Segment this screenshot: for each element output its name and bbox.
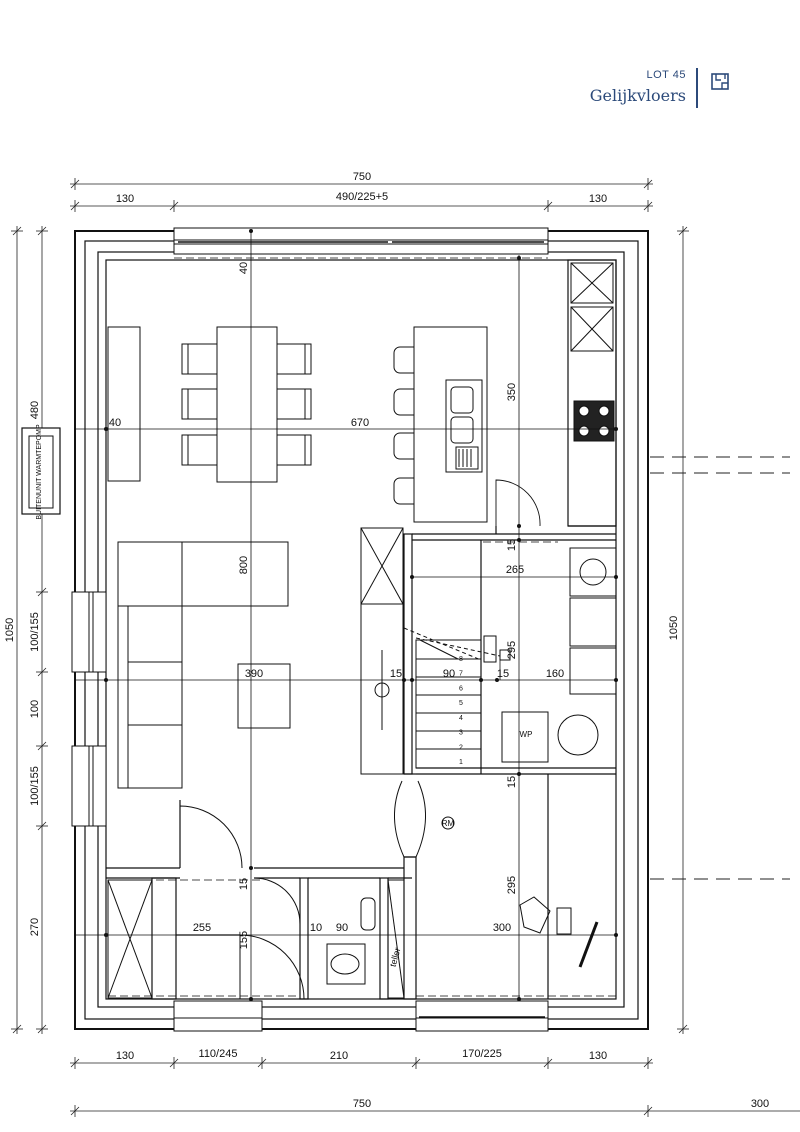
dim-left-5: 270	[29, 918, 41, 936]
dim-inner-15-e: 15	[238, 878, 250, 890]
dimension-lines	[11, 178, 800, 1117]
dining-set	[107, 326, 312, 483]
dim-bottom-4: 170/225	[462, 1048, 502, 1060]
stair-number: 7	[459, 671, 463, 678]
dim-inner-15-b: 15	[390, 668, 402, 680]
stair-number: 4	[459, 715, 463, 722]
dim-left-4: 100/155	[29, 766, 41, 806]
dim-inner-15-d: 15	[506, 776, 518, 788]
windows	[71, 227, 549, 1032]
window-sills	[178, 241, 545, 1018]
dimension-points	[104, 229, 618, 1001]
dim-bottom-3: 210	[330, 1050, 348, 1062]
dim-inner-40-h: 40	[109, 417, 121, 429]
dim-inner-160: 160	[546, 668, 564, 680]
kitchen	[393, 262, 615, 527]
rm-label: RM	[442, 819, 455, 828]
property-lines	[650, 456, 790, 880]
teller-label: teller	[388, 947, 403, 968]
dim-bottom-extra: 300	[751, 1098, 769, 1110]
stair-number: 3	[459, 730, 463, 737]
dim-inner-295-b: 295	[506, 876, 518, 894]
floor-title: Gelijkvloers	[589, 86, 686, 105]
dim-left-1: 480	[29, 401, 41, 419]
dim-inner-15-a: 15	[506, 539, 518, 551]
stair-number: 1	[459, 759, 463, 766]
dim-inner-670: 670	[351, 417, 369, 429]
dim-left-total: 1050	[4, 618, 16, 642]
dim-inner-350: 350	[506, 383, 518, 401]
dim-top-total: 750	[353, 171, 371, 183]
dim-inner-295-a: 295	[506, 641, 518, 659]
dim-inner-265: 265	[506, 564, 524, 576]
measurement-axes	[75, 231, 616, 1000]
stair-number: 2	[459, 744, 463, 751]
dim-left-2: 100/155	[29, 612, 41, 652]
dim-inner-15-c: 15	[497, 668, 509, 680]
dim-inner-90-a: 90	[443, 668, 455, 680]
lot-number: LOT 45	[646, 69, 686, 81]
dim-inner-155: 155	[238, 931, 250, 949]
heatpump-unit	[21, 427, 61, 515]
dim-top-left: 130	[116, 193, 134, 205]
dim-bottom-2: 110/245	[199, 1048, 238, 1060]
stair-number: 8	[459, 656, 463, 663]
dim-top-right: 130	[589, 193, 607, 205]
floorplan-icon	[711, 73, 729, 90]
dim-inner-40-v: 40	[238, 262, 250, 274]
dim-bottom-total: 750	[353, 1098, 371, 1110]
stair-number: 5	[459, 700, 463, 707]
dim-inner-800: 800	[238, 556, 250, 574]
heatpump-label: BUITENUNIT WARMTEPOMP	[36, 424, 43, 520]
staircase	[403, 627, 501, 769]
dashed-guides	[108, 257, 616, 997]
dim-right-total: 1050	[668, 616, 680, 640]
wp-label: WP	[520, 730, 533, 739]
header-divider	[696, 68, 698, 108]
living-set	[117, 527, 404, 789]
dim-left-3: 100	[29, 700, 41, 718]
dim-inner-10: 10	[310, 922, 322, 934]
entrance-hall	[107, 805, 599, 1000]
dim-bottom-1: 130	[116, 1050, 134, 1062]
dim-top-mid: 490/225+5	[336, 191, 388, 203]
dim-inner-390: 390	[245, 668, 263, 680]
utility-room	[393, 547, 617, 858]
dim-inner-255: 255	[193, 922, 211, 934]
stair-number: 6	[459, 685, 463, 692]
dim-bottom-5: 130	[589, 1050, 607, 1062]
dim-inner-90-b: 90	[336, 922, 348, 934]
dim-inner-300: 300	[493, 922, 511, 934]
stair-numbers: 1 2 3 4 5 6 7 8	[459, 656, 463, 766]
